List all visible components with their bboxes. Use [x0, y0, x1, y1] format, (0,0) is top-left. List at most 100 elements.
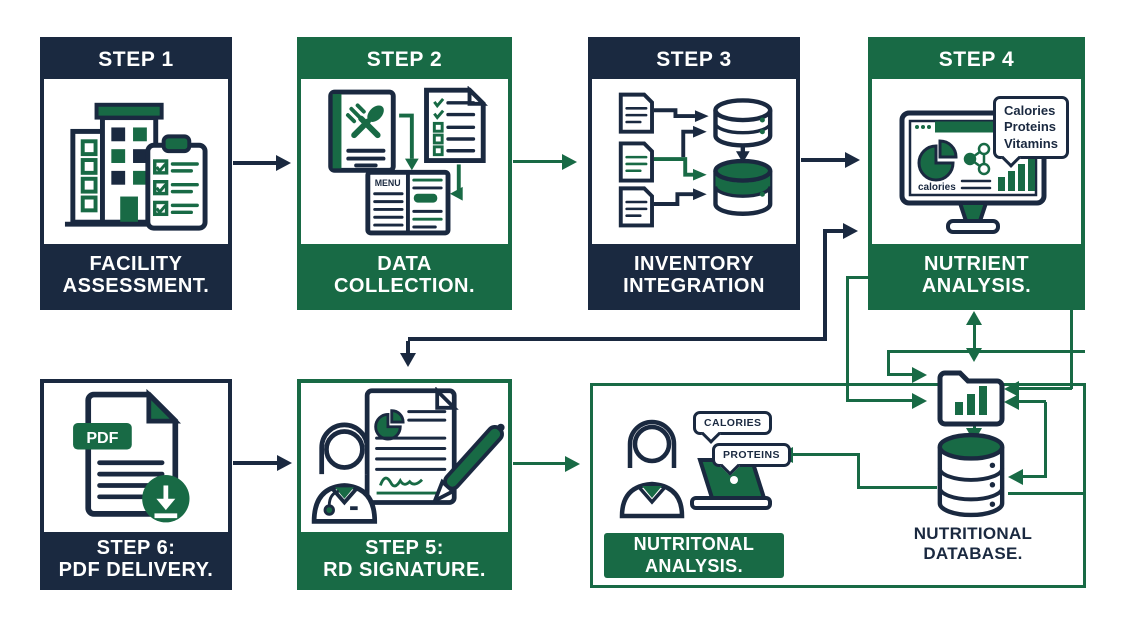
analysis-container	[590, 383, 1086, 588]
step1-box: STEP 1	[40, 37, 232, 310]
step6-label-line1: STEP 6:	[96, 536, 176, 559]
left-building-windows	[80, 138, 98, 212]
step2-label-line1: DATA	[377, 252, 432, 275]
bubble-line-proteins: Proteins	[1004, 119, 1057, 135]
connector-right-feed	[1018, 387, 1072, 390]
arrowhead-folder-left2	[912, 393, 927, 409]
analysis-label-line2: ANALYSIS.	[645, 555, 743, 576]
connector-step5-analysis	[513, 462, 567, 465]
connector-step6-step5	[233, 461, 279, 465]
arrowhead-folder-right2	[1004, 394, 1019, 410]
menu-book-icon	[327, 89, 396, 173]
pdf-delivery-icon: PDF	[72, 388, 190, 522]
connector-inner-loop-vertical	[1044, 402, 1047, 478]
connector-feedback-stub	[827, 229, 845, 233]
step5-box: STEP 5: RD SIGNATURE.	[297, 379, 512, 590]
step3-footer: INVENTORY INTEGRATION	[592, 244, 796, 306]
step2-label-line2: COLLECTION.	[333, 275, 476, 297]
bubble-line-calories: Calories	[1004, 103, 1056, 118]
arrowhead-step2	[276, 155, 291, 171]
building-door	[120, 196, 138, 222]
connector-folder-feed1	[887, 373, 914, 376]
database-cylinders	[713, 97, 773, 216]
document-arrows	[653, 107, 695, 206]
menu-label: MENU	[374, 177, 400, 187]
facility-assessment-icon	[64, 102, 208, 231]
step2-body: MENU	[301, 79, 508, 244]
checklist-clipboard	[145, 133, 208, 231]
arrowhead-step4-bottom	[966, 311, 982, 325]
step5-label-line1: STEP 5:	[365, 536, 444, 559]
arrowhead-database-right	[1008, 469, 1023, 485]
arrowhead-step4-side	[843, 223, 858, 239]
step3-box: STEP 3	[588, 37, 800, 310]
step4-label-line1: NUTRIENT	[923, 252, 1030, 275]
signature-scribble	[378, 476, 423, 487]
menu-booklet-icon: MENU	[364, 169, 450, 235]
arrowhead-analysis-container	[565, 456, 580, 472]
connector-feedback-vertical	[823, 229, 827, 341]
database-label-line2: DATABASE.	[923, 543, 1023, 563]
molecule-icon	[963, 142, 991, 176]
connector-inner-loop-top	[1018, 400, 1046, 403]
nutritionist-laptop-icon	[619, 419, 772, 519]
step4-header: STEP 4	[872, 41, 1081, 79]
nutritional-database-label: NUTRITIONAL DATABASE.	[884, 524, 1062, 563]
step1-label-line2: ASSESSMENT.	[62, 275, 210, 297]
pen-icon	[430, 423, 505, 505]
step4-label-line2: ANALYSIS.	[921, 275, 1032, 297]
dietitian-icon	[311, 422, 377, 524]
analysis-label-line1: NUTRITONAL	[633, 534, 755, 555]
step2-header: STEP 2	[301, 41, 508, 79]
connector-db-edge	[1008, 492, 1085, 495]
connector-folder-feed2	[846, 399, 914, 402]
screen-calories-label: calories	[918, 182, 956, 193]
step4-footer: NUTRIENT ANALYSIS.	[872, 244, 1081, 306]
connector-db-analysis-stub	[857, 486, 937, 489]
database-label-line1: NUTRITIONAL	[913, 524, 1033, 543]
arrowhead-step4	[845, 152, 860, 168]
step6-label-line2: PDF DELIVERY.	[58, 559, 214, 581]
step1-footer: FACILITY ASSESSMENT.	[44, 244, 228, 306]
step5-body	[301, 383, 508, 532]
step5-label-line2: RD SIGNATURE.	[323, 559, 486, 581]
bubble-line-vitamins: Vitamins	[1004, 135, 1058, 151]
proteins-bubble-label: PROTEINS	[723, 449, 780, 461]
step3-header: STEP 3	[592, 41, 796, 79]
connector-db-analysis	[792, 453, 860, 456]
calories-speech-bubble: CALORIES	[693, 411, 773, 435]
nutritional-database-icon	[937, 432, 1005, 518]
connector-feedback-horizontal	[408, 337, 827, 341]
step5-footer: STEP 5: RD SIGNATURE.	[301, 532, 508, 586]
connector-top-horizontal	[887, 350, 1085, 353]
connector-step4-loop-vertical	[846, 276, 849, 402]
inventory-integration-icon	[618, 92, 773, 227]
checklist-to-menu-arrow	[449, 163, 463, 201]
calories-bubble-label: CALORIES	[704, 417, 762, 429]
connector-db-analysis-vertical	[857, 453, 860, 489]
connector-step3-step4	[801, 158, 847, 162]
nutritional-analysis-label: NUTRITONAL ANALYSIS.	[604, 533, 784, 578]
download-icon	[141, 474, 190, 522]
rd-signature-icon	[311, 386, 505, 524]
step4-box: STEP 4 calories	[868, 37, 1085, 310]
step1-body	[44, 79, 228, 244]
document-icons	[618, 92, 654, 227]
connector-right-feed-vertical	[1070, 310, 1073, 389]
signed-document-icon	[364, 386, 459, 505]
arrowhead-step5-top	[400, 353, 416, 367]
connector-inner-loop-bottom	[1022, 475, 1046, 478]
step6-box: PDF STEP 6: PDF DELIVERY.	[40, 379, 232, 590]
connector-step4-loop-stub	[846, 276, 868, 279]
pdf-badge	[72, 422, 132, 449]
step3-label-line2: INTEGRATION	[623, 275, 765, 297]
pie-chart-icon	[917, 139, 958, 182]
step6-body: PDF	[44, 383, 228, 532]
step2-box: STEP 2	[297, 37, 512, 310]
step1-label-line1: FACILITY	[89, 252, 183, 275]
report-folder-icon	[937, 370, 1005, 427]
step6-footer: STEP 6: PDF DELIVERY.	[44, 532, 228, 586]
step2-footer: DATA COLLECTION.	[301, 244, 508, 306]
step1-header: STEP 1	[44, 41, 228, 79]
